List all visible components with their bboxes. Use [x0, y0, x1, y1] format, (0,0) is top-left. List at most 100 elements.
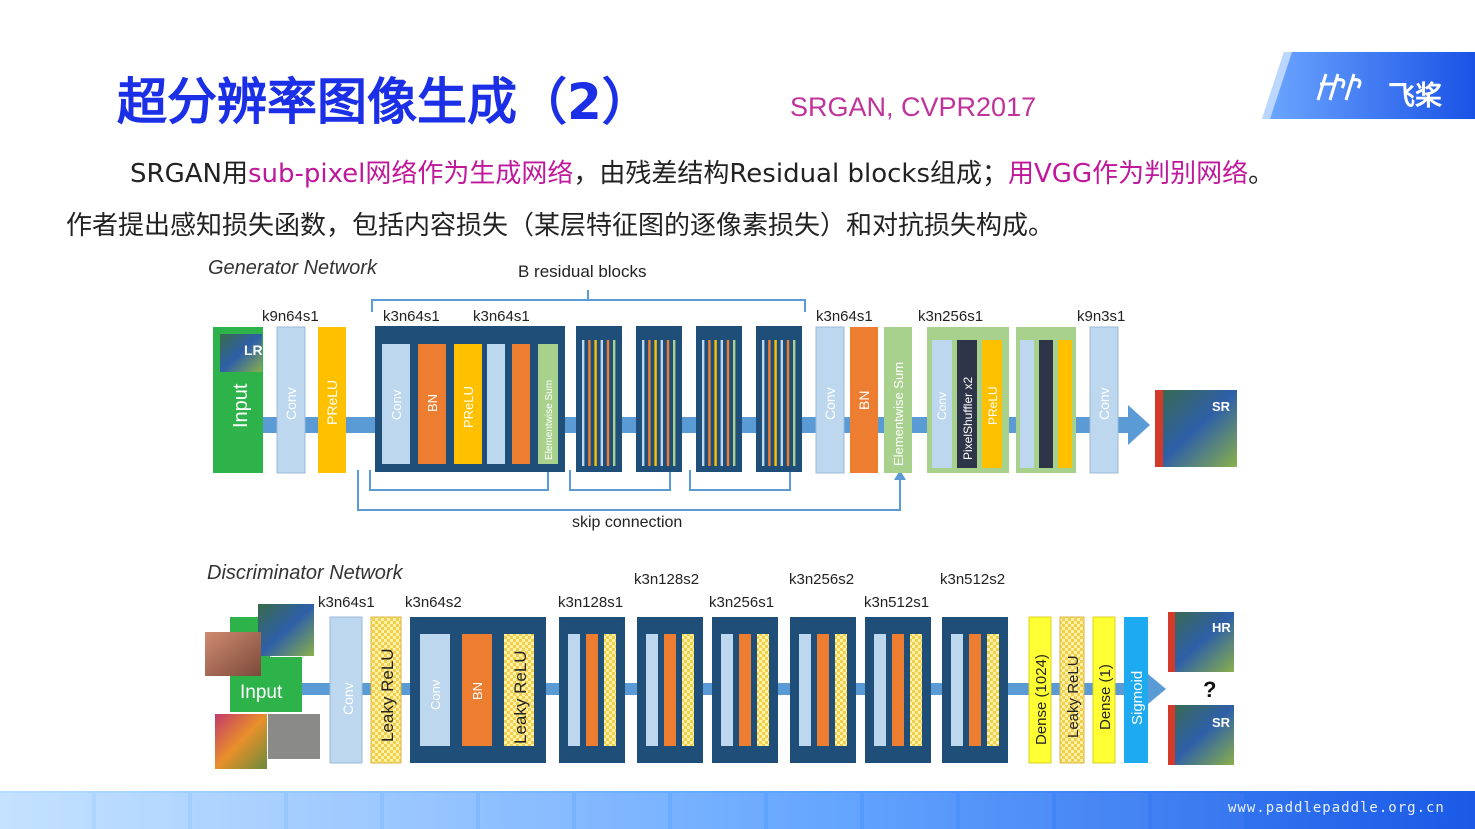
gen-up1-prelu-label: PReLU	[986, 386, 1000, 425]
gen-label-k3n64s1-a: k3n64s1	[383, 308, 440, 325]
disc-block-conv	[646, 634, 658, 746]
p1-text-1: SRGAN用	[130, 159, 248, 189]
gen-block-stripe	[594, 340, 597, 466]
gen-up1-pixelshuffler	[957, 340, 977, 468]
disc-block-conv	[721, 634, 733, 746]
gen-up1-conv	[932, 340, 952, 468]
gen-label-k3n64s1-b: k3n64s1	[473, 308, 530, 325]
gen-block-stripe	[786, 340, 790, 466]
gen-block-stripe	[654, 340, 657, 466]
gen-sr-image	[1155, 390, 1237, 467]
disc-dense-1024	[1028, 616, 1052, 764]
gen-conv-1-label: Conv	[283, 387, 299, 420]
disc-block-leaky	[757, 634, 769, 746]
paddle-logo	[1262, 52, 1475, 119]
gen-block-stripe	[762, 340, 765, 466]
gen-conv-1	[276, 326, 306, 474]
disc-conv-1	[329, 616, 363, 764]
footer-tile	[864, 793, 956, 829]
gen-up1-conv-label: Conv	[935, 392, 949, 420]
disc-b1-conv	[420, 634, 450, 746]
footer-tile	[288, 793, 380, 829]
skip-arrowhead	[894, 470, 906, 480]
disc-question-mark: ?	[1203, 677, 1216, 702]
footer-tile	[672, 793, 764, 829]
disc-b1-leaky	[504, 634, 534, 746]
gen-up2-prelu	[1058, 340, 1072, 468]
generator-title: Generator Network	[208, 257, 378, 279]
disc-sr-label: SR	[1212, 715, 1231, 730]
disc-leaky-1-label: Leaky ReLU	[378, 648, 397, 742]
disc-block-leaky	[682, 634, 694, 746]
gen-block-stripe	[780, 340, 783, 466]
p1-text-3: 。	[1248, 159, 1275, 189]
gen-sr-image-edge	[1155, 390, 1163, 467]
gen-block-stripe	[673, 340, 676, 466]
gen-block-stripe	[642, 340, 645, 466]
gen-label-k9n3s1: k9n3s1	[1077, 308, 1125, 325]
disc-b1-leaky-label: Leaky ReLU	[511, 650, 530, 744]
gen-input-label: Input	[230, 383, 252, 428]
footer-tile	[1056, 793, 1148, 829]
p1-highlight-1: sub-pixel网络作为生成网络	[247, 159, 574, 189]
gen-block-stripe	[702, 340, 705, 466]
gen-label-k3n256s1: k3n256s1	[918, 308, 983, 325]
footer-tile	[480, 793, 572, 829]
paragraph-1: SRGAN用sub-pixel网络作为生成网络，由残差结构Residual bl…	[130, 153, 1274, 190]
disc-input-image-4	[268, 714, 320, 759]
gen-arrow-head	[1128, 405, 1150, 445]
gen-rb-bn-1	[418, 344, 446, 464]
gen-sum	[884, 327, 912, 473]
disc-label-k3n64s2: k3n64s2	[405, 594, 462, 611]
disc-input-image-3	[215, 714, 267, 769]
gen-block-stripe	[588, 340, 591, 466]
gen-rb-conv-1-label: Conv	[389, 389, 404, 420]
footer-tile	[96, 793, 188, 829]
footer-tile	[960, 793, 1052, 829]
disc-leaky-2-label: Leaky ReLU	[1065, 655, 1082, 738]
disc-hr-image-edge	[1168, 612, 1175, 672]
gen-rb-sum-label: Elementwise Sum	[544, 380, 555, 460]
slide-title: 超分辨率图像生成（2）	[117, 73, 652, 131]
gen-conv-final	[1089, 326, 1119, 474]
footer-tile	[0, 793, 92, 829]
gen-block-stripe	[648, 340, 651, 466]
disc-block-leaky	[835, 634, 847, 746]
disc-leaky-2	[1059, 616, 1085, 764]
disc-conv-1-label: Conv	[340, 682, 356, 715]
disc-block-bn	[664, 634, 676, 746]
p1-highlight-2: 用VGG作为判别网络	[1008, 159, 1249, 189]
gen-block-stripe	[708, 340, 711, 466]
disc-dense-1024-label: Dense (1024)	[1033, 654, 1050, 745]
disc-dense-1-label: Dense (1)	[1097, 664, 1114, 730]
logo-text: 飞桨	[1388, 81, 1442, 112]
disc-block-leaky	[910, 634, 922, 746]
gen-label-k3n64s1-c: k3n64s1	[816, 308, 873, 325]
gen-rb-sum	[538, 344, 558, 464]
gen-bn	[850, 327, 878, 473]
gen-prelu-1-label: PReLU	[324, 380, 340, 425]
residual-brace	[371, 290, 806, 312]
disc-hr-image	[1168, 612, 1234, 672]
gen-lr-label: LR	[244, 342, 263, 358]
gen-block-stripe	[600, 340, 603, 466]
disc-input-label: Input	[240, 682, 283, 703]
gen-block-stripe	[733, 340, 736, 466]
gen-block-stripe	[720, 340, 723, 466]
disc-arrow-head	[1148, 674, 1166, 704]
gen-rb-bn-1-label: BN	[425, 394, 440, 412]
disc-repeated-blocks	[559, 617, 1008, 763]
gen-conv-2	[815, 326, 845, 474]
p1-text-2: ，由残差结构Residual blocks组成；	[573, 159, 1009, 189]
gen-rb-prelu	[454, 344, 482, 464]
gen-up2-pixelshuffler	[1039, 340, 1053, 468]
gen-up2-conv	[1020, 340, 1034, 468]
disc-block-conv	[874, 634, 886, 746]
gen-rb-bn-2	[512, 344, 530, 464]
footer-band	[0, 791, 1475, 829]
gen-block-stripe	[606, 340, 610, 466]
gen-block-stripe	[726, 340, 730, 466]
disc-block-conv	[951, 634, 963, 746]
gen-prelu-1	[318, 327, 346, 473]
disc-dense-1	[1092, 616, 1116, 764]
